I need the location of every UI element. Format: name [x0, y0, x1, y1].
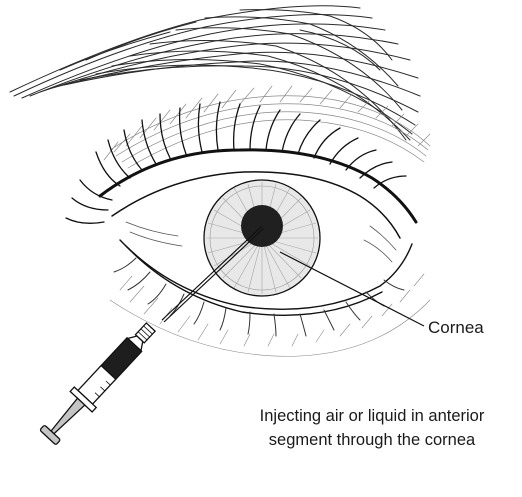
- eyebrow: [10, 6, 420, 140]
- caption: Injecting air or liquid in anterior segm…: [222, 404, 522, 452]
- eyelid-shading: [104, 86, 430, 168]
- syringe: [37, 317, 162, 448]
- caption-line-1: Injecting air or liquid in anterior: [222, 404, 522, 428]
- caption-line-2: segment through the cornea: [222, 428, 522, 452]
- cornea-label: Cornea: [428, 318, 484, 338]
